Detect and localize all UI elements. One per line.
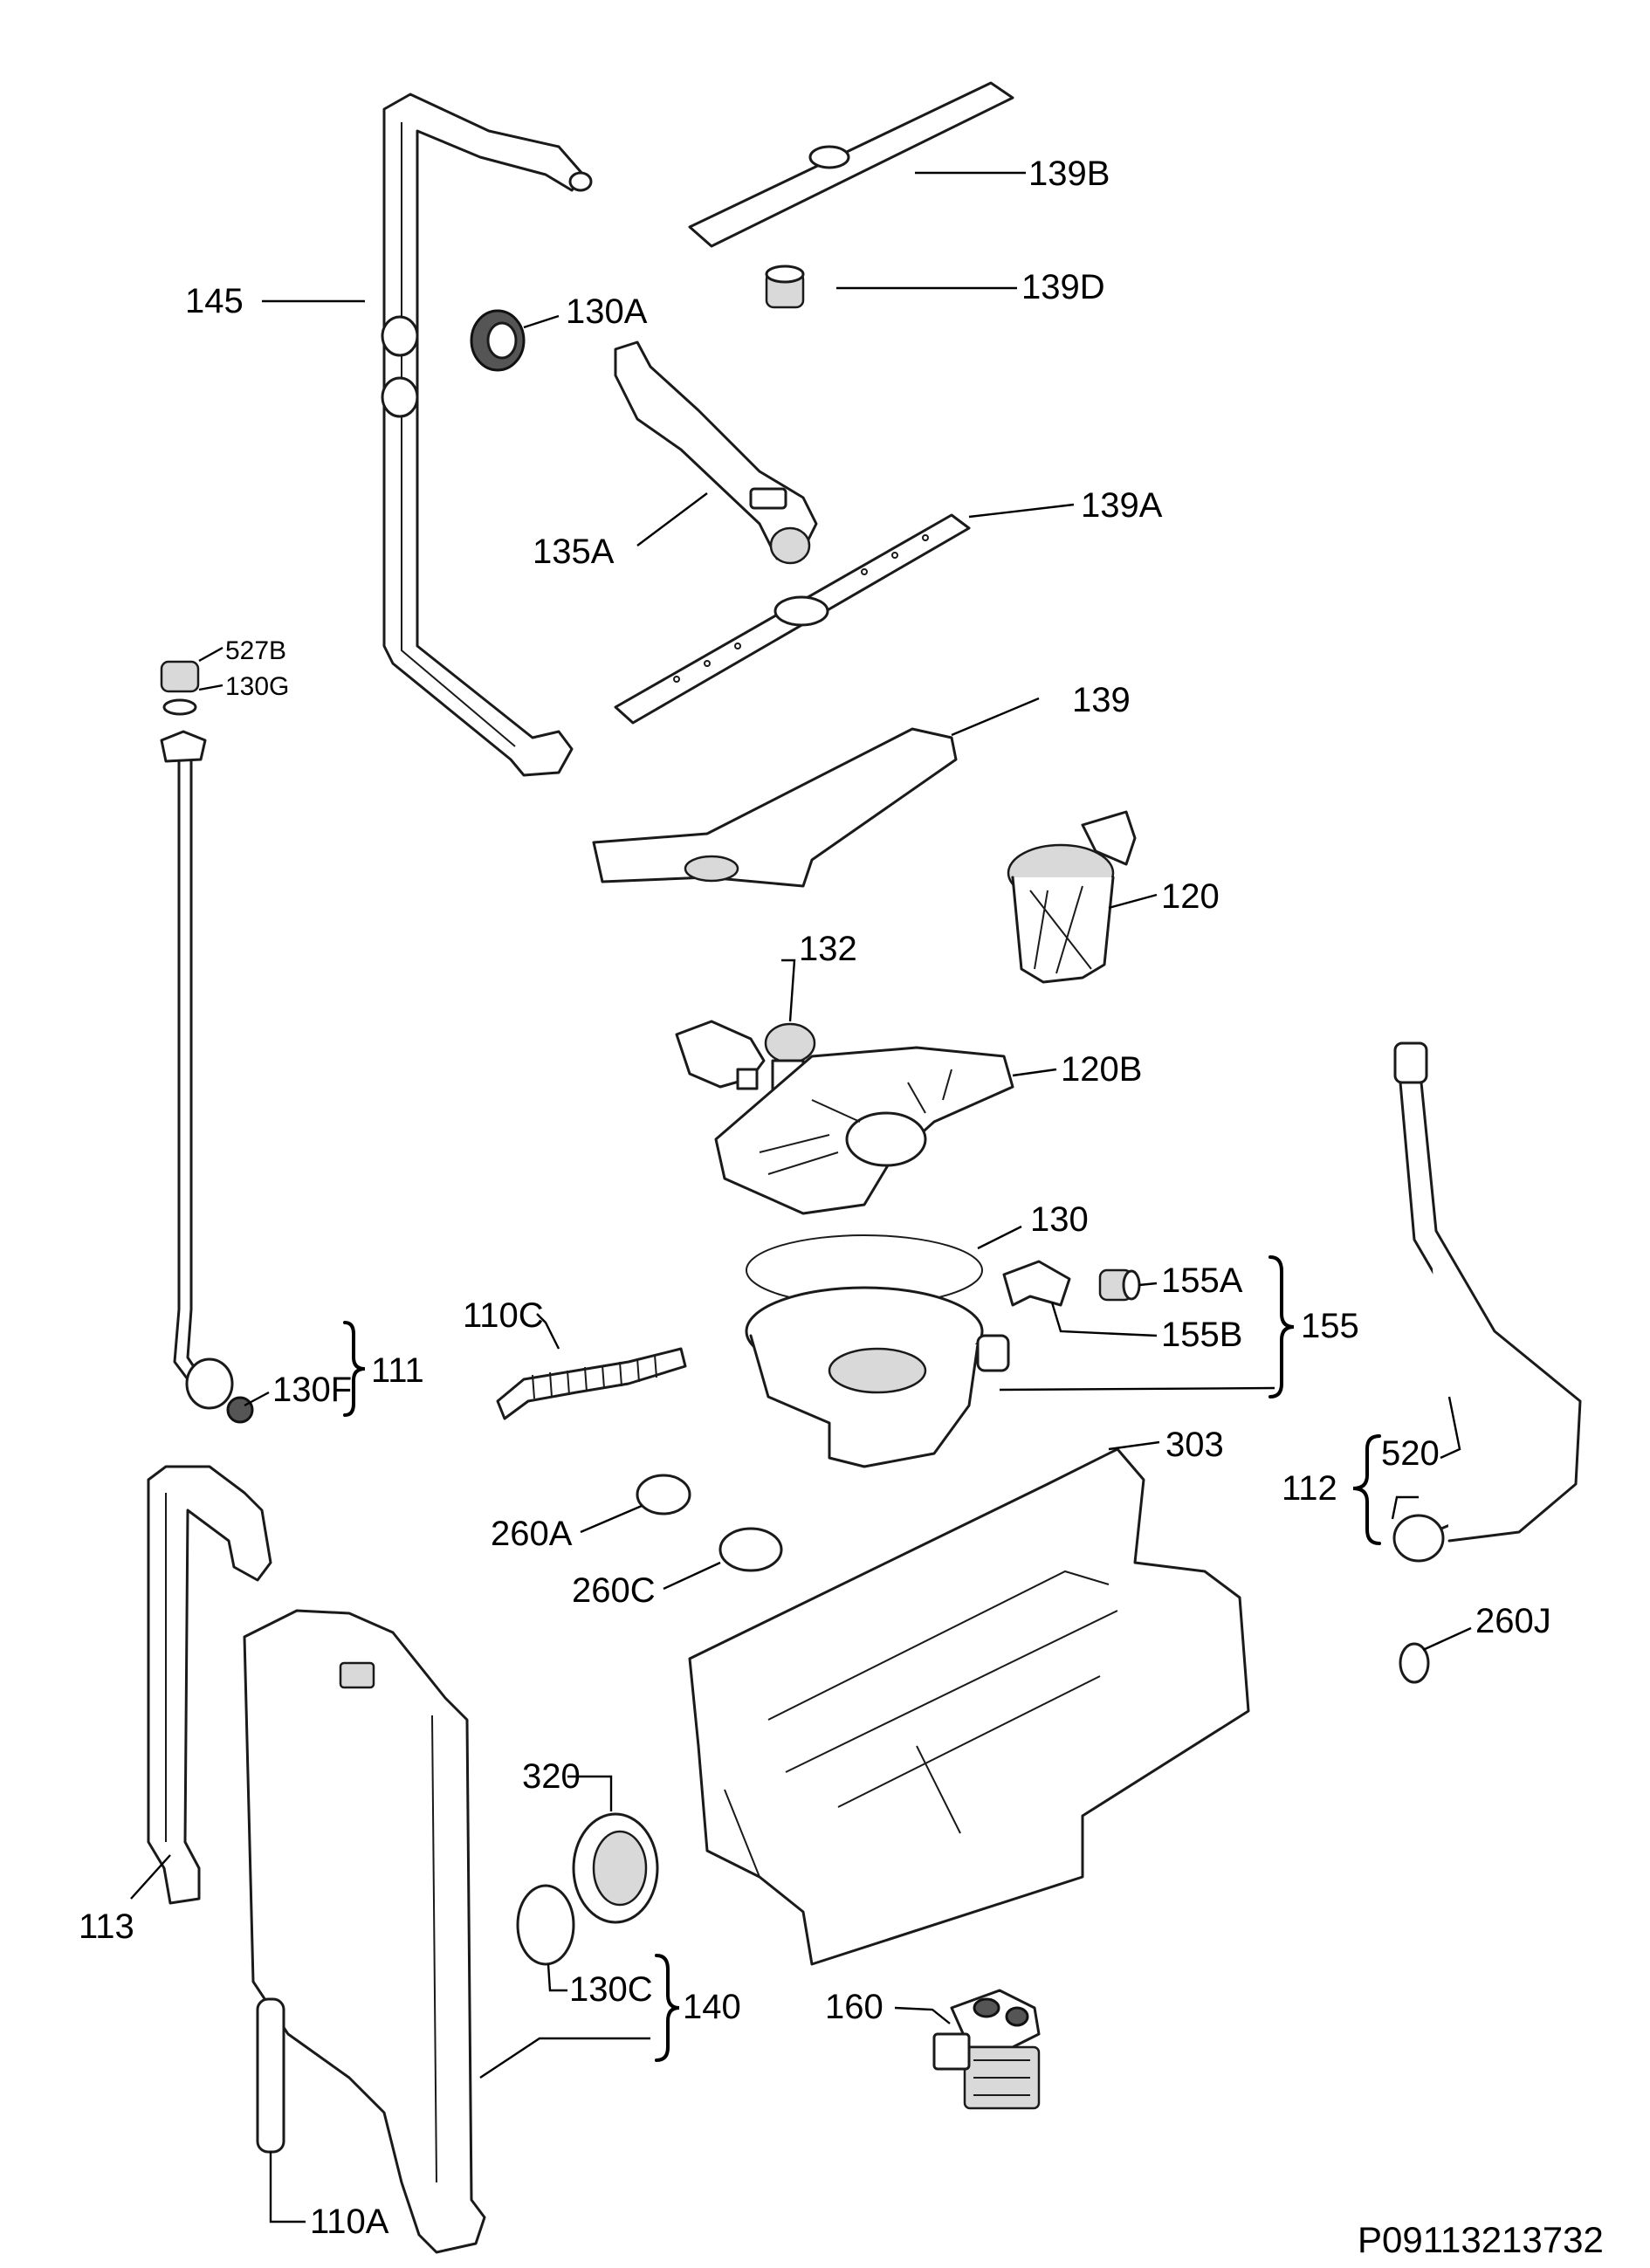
label-140: 140 [683,1988,741,2026]
callout-labels: 145 130A 139B 139D 135A 139A 527B 130G 1… [79,155,1551,2241]
part-139D-nut [765,265,805,309]
part-111-drain-tube [160,660,254,1424]
part-260J-clamp [1399,1642,1430,1684]
label-155B: 155B [1161,1316,1242,1354]
label-527B: 527B [225,636,286,665]
part-155A-valve [1098,1268,1141,1302]
label-320: 320 [522,1757,581,1796]
label-260J: 260J [1475,1602,1551,1640]
brace-marks [343,1255,1381,2062]
label-130F: 130F [272,1371,352,1409]
label-260C: 260C [572,1571,656,1610]
label-113: 113 [79,1907,134,1946]
label-303: 303 [1165,1426,1224,1464]
label-112: 112 [1282,1469,1337,1508]
part-303-base [688,1447,1250,1966]
part-160-pump [932,1989,1041,2110]
part-260C-clamp [718,1527,783,1572]
label-120B: 120B [1061,1050,1142,1089]
label-111: 111 [371,1351,424,1390]
label-130A: 130A [566,292,648,331]
part-155B-cover [1002,1260,1071,1307]
reference-code: P09113213732 [1358,2219,1604,2260]
part-130C-ring [516,1884,575,1966]
part-120-filter [1007,810,1137,984]
label-139B: 139B [1028,155,1110,193]
part-135A-spray-arm-holder [614,340,818,565]
label-160: 160 [825,1988,883,2026]
label-110A: 110A [310,2203,389,2241]
label-135A: 135A [533,533,615,571]
part-145-upper-water-pipe [381,93,593,777]
part-140-tank [243,1609,486,2254]
part-110A-tube [256,1997,285,2154]
part-sump-assembly [745,1286,1010,1468]
label-130G: 130G [225,672,289,701]
label-155A: 155A [1161,1261,1243,1300]
part-113-duct [147,1465,272,1905]
label-130: 130 [1030,1200,1089,1239]
label-145: 145 [185,282,244,320]
part-130A-seal [470,309,526,372]
part-110C-hose [496,1347,687,1420]
label-139A: 139A [1081,486,1163,525]
label-139: 139 [1072,681,1131,719]
part-320-seal [572,1812,659,1924]
label-260A: 260A [491,1515,573,1553]
label-155: 155 [1301,1307,1359,1345]
part-139-lower-spray-arm [592,727,958,888]
label-110C: 110C [463,1296,544,1335]
label-520: 520 [1381,1434,1440,1473]
label-130C: 130C [569,1970,653,2009]
label-132: 132 [799,930,857,968]
part-260A-clamp [636,1474,691,1515]
part-120B-filter-plate [714,1046,1014,1215]
part-139B-upper-spray-arm [688,81,1014,248]
leader-lines [130,171,1472,2223]
label-139D: 139D [1021,268,1105,306]
label-120: 120 [1161,877,1220,916]
part-139A-middle-spray-arm [614,513,971,725]
part-112-hose [1392,1041,1582,1563]
